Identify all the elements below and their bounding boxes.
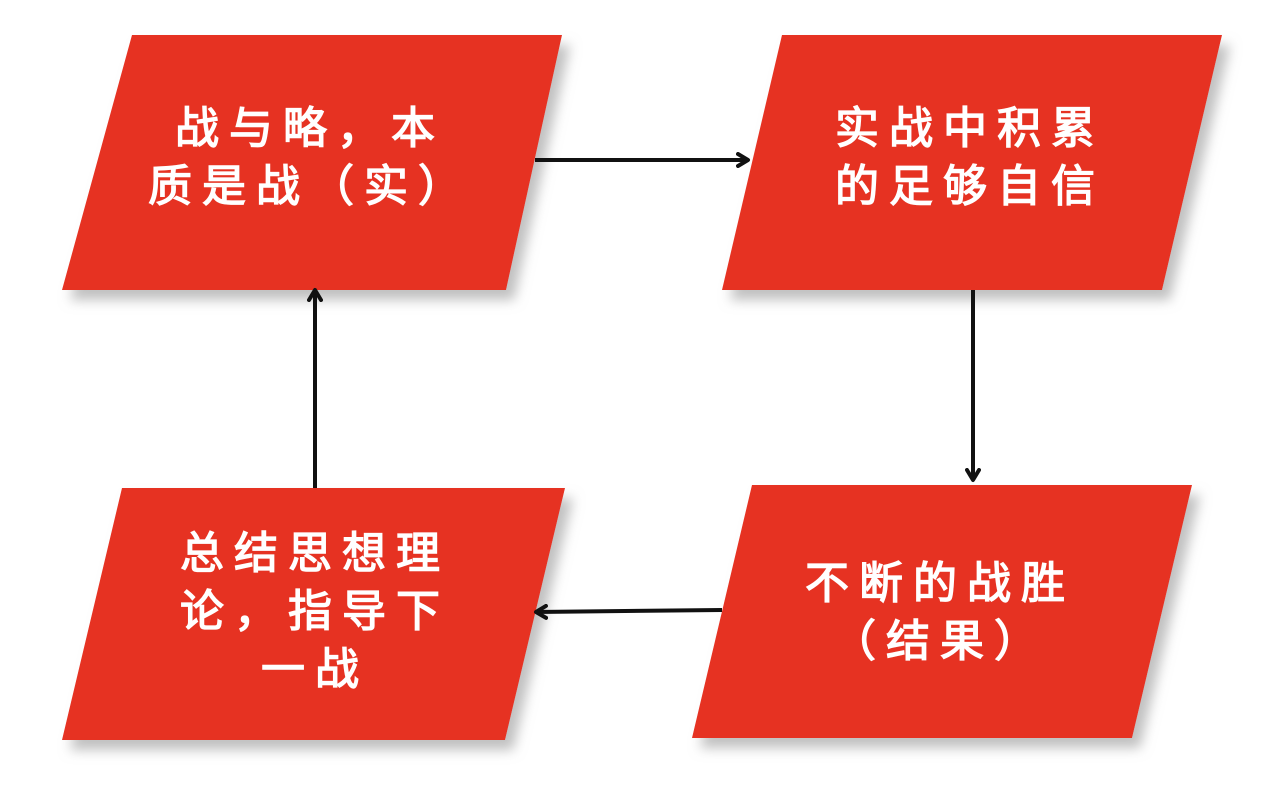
box1-line-1: 战与略，本 <box>175 103 445 154</box>
box4-text: 总结思想理 论，指导下 一战 <box>150 525 480 699</box>
box4-line-1: 总结思想理 <box>180 528 450 579</box>
box3-line-2: （结果） <box>832 616 1048 667</box>
box3-line-1: 不断的战胜 <box>805 558 1075 609</box>
process-box-3 <box>692 485 1192 738</box>
process-box-4 <box>62 488 565 740</box>
box4-line-2: 论，指导下 <box>180 586 450 637</box>
box4-line-3: 一战 <box>261 644 369 695</box>
box3-text: 不断的战胜 （结果） <box>775 555 1105 671</box>
box2-text: 实战中积累 的足够自信 <box>790 100 1150 216</box>
box2-line-2: 的足够自信 <box>835 161 1105 212</box>
process-box-2 <box>722 35 1222 290</box>
box1-line-2: 质是战（实） <box>148 161 472 212</box>
box1-text: 战与略，本 质是战（实） <box>130 100 490 216</box>
process-box-1 <box>62 35 562 290</box>
arrow-box3-to-box4 <box>534 603 723 620</box>
box2-line-1: 实战中积累 <box>835 103 1105 154</box>
